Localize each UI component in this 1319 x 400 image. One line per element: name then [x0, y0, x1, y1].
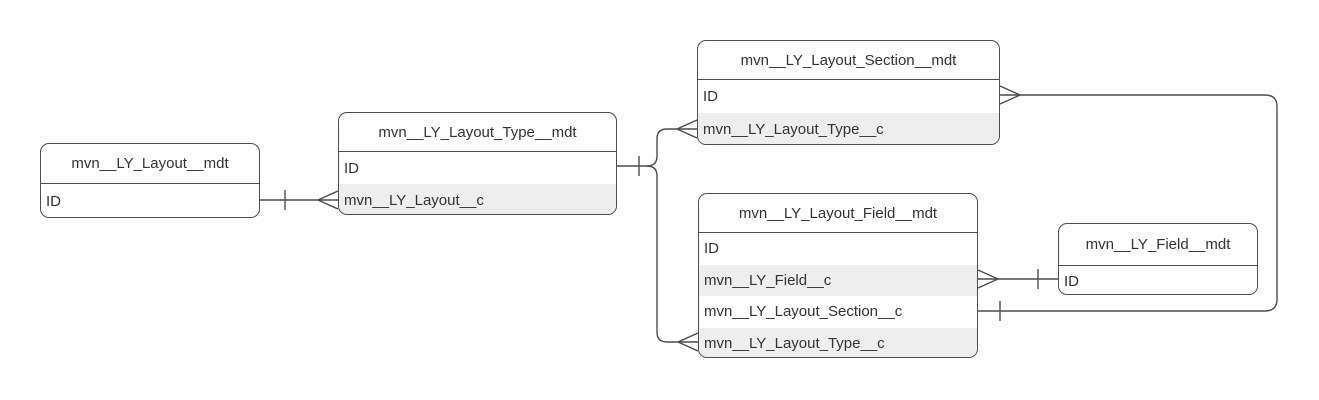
table-title: mvn__LY_Layout_Section__mdt	[698, 41, 999, 80]
table-field-row: ID	[704, 240, 719, 258]
table-field-row: mvn__LY_Field__c	[699, 264, 977, 296]
table-field-row: ID	[703, 88, 718, 105]
table-field-row: ID	[46, 193, 61, 210]
table-field-row: mvn__LY_Layout__c	[339, 184, 616, 214]
relationship-line-layout-type-to-layout-section	[617, 128, 697, 167]
relationship-line-layout-section-to-layout-field	[978, 94, 1278, 312]
table-field-row: mvn__LY_Layout_Type__c	[698, 113, 999, 144]
table-title: mvn__LY_Layout_Field__mdt	[699, 194, 977, 233]
table-field-row: mvn__LY_Layout_Section__c	[704, 303, 903, 321]
crow-foot-many-marker-icon-layout-to-layout-type	[316, 190, 339, 210]
crow-foot-many-marker-icon-layout-field-to-field	[977, 269, 1000, 289]
table-field-row: mvn__LY_Layout_Type__c	[699, 327, 977, 357]
crow-foot-many-marker-icon-layout-section-to-layout-field	[999, 85, 1022, 105]
table-field-row: ID	[344, 159, 359, 177]
table-field-row: ID	[1064, 272, 1079, 290]
table-title: mvn__LY_Layout_Type__mdt	[339, 113, 616, 152]
table-title: mvn__LY_Field__mdt	[1059, 224, 1257, 266]
crow-foot-many-marker-icon-layout-type-to-layout-section	[675, 119, 698, 139]
table-title: mvn__LY_Layout__mdt	[41, 144, 259, 184]
relationship-line-layout-type-to-layout-field	[646, 165, 698, 343]
crow-foot-many-marker-icon-layout-type-to-layout-field	[676, 332, 699, 352]
